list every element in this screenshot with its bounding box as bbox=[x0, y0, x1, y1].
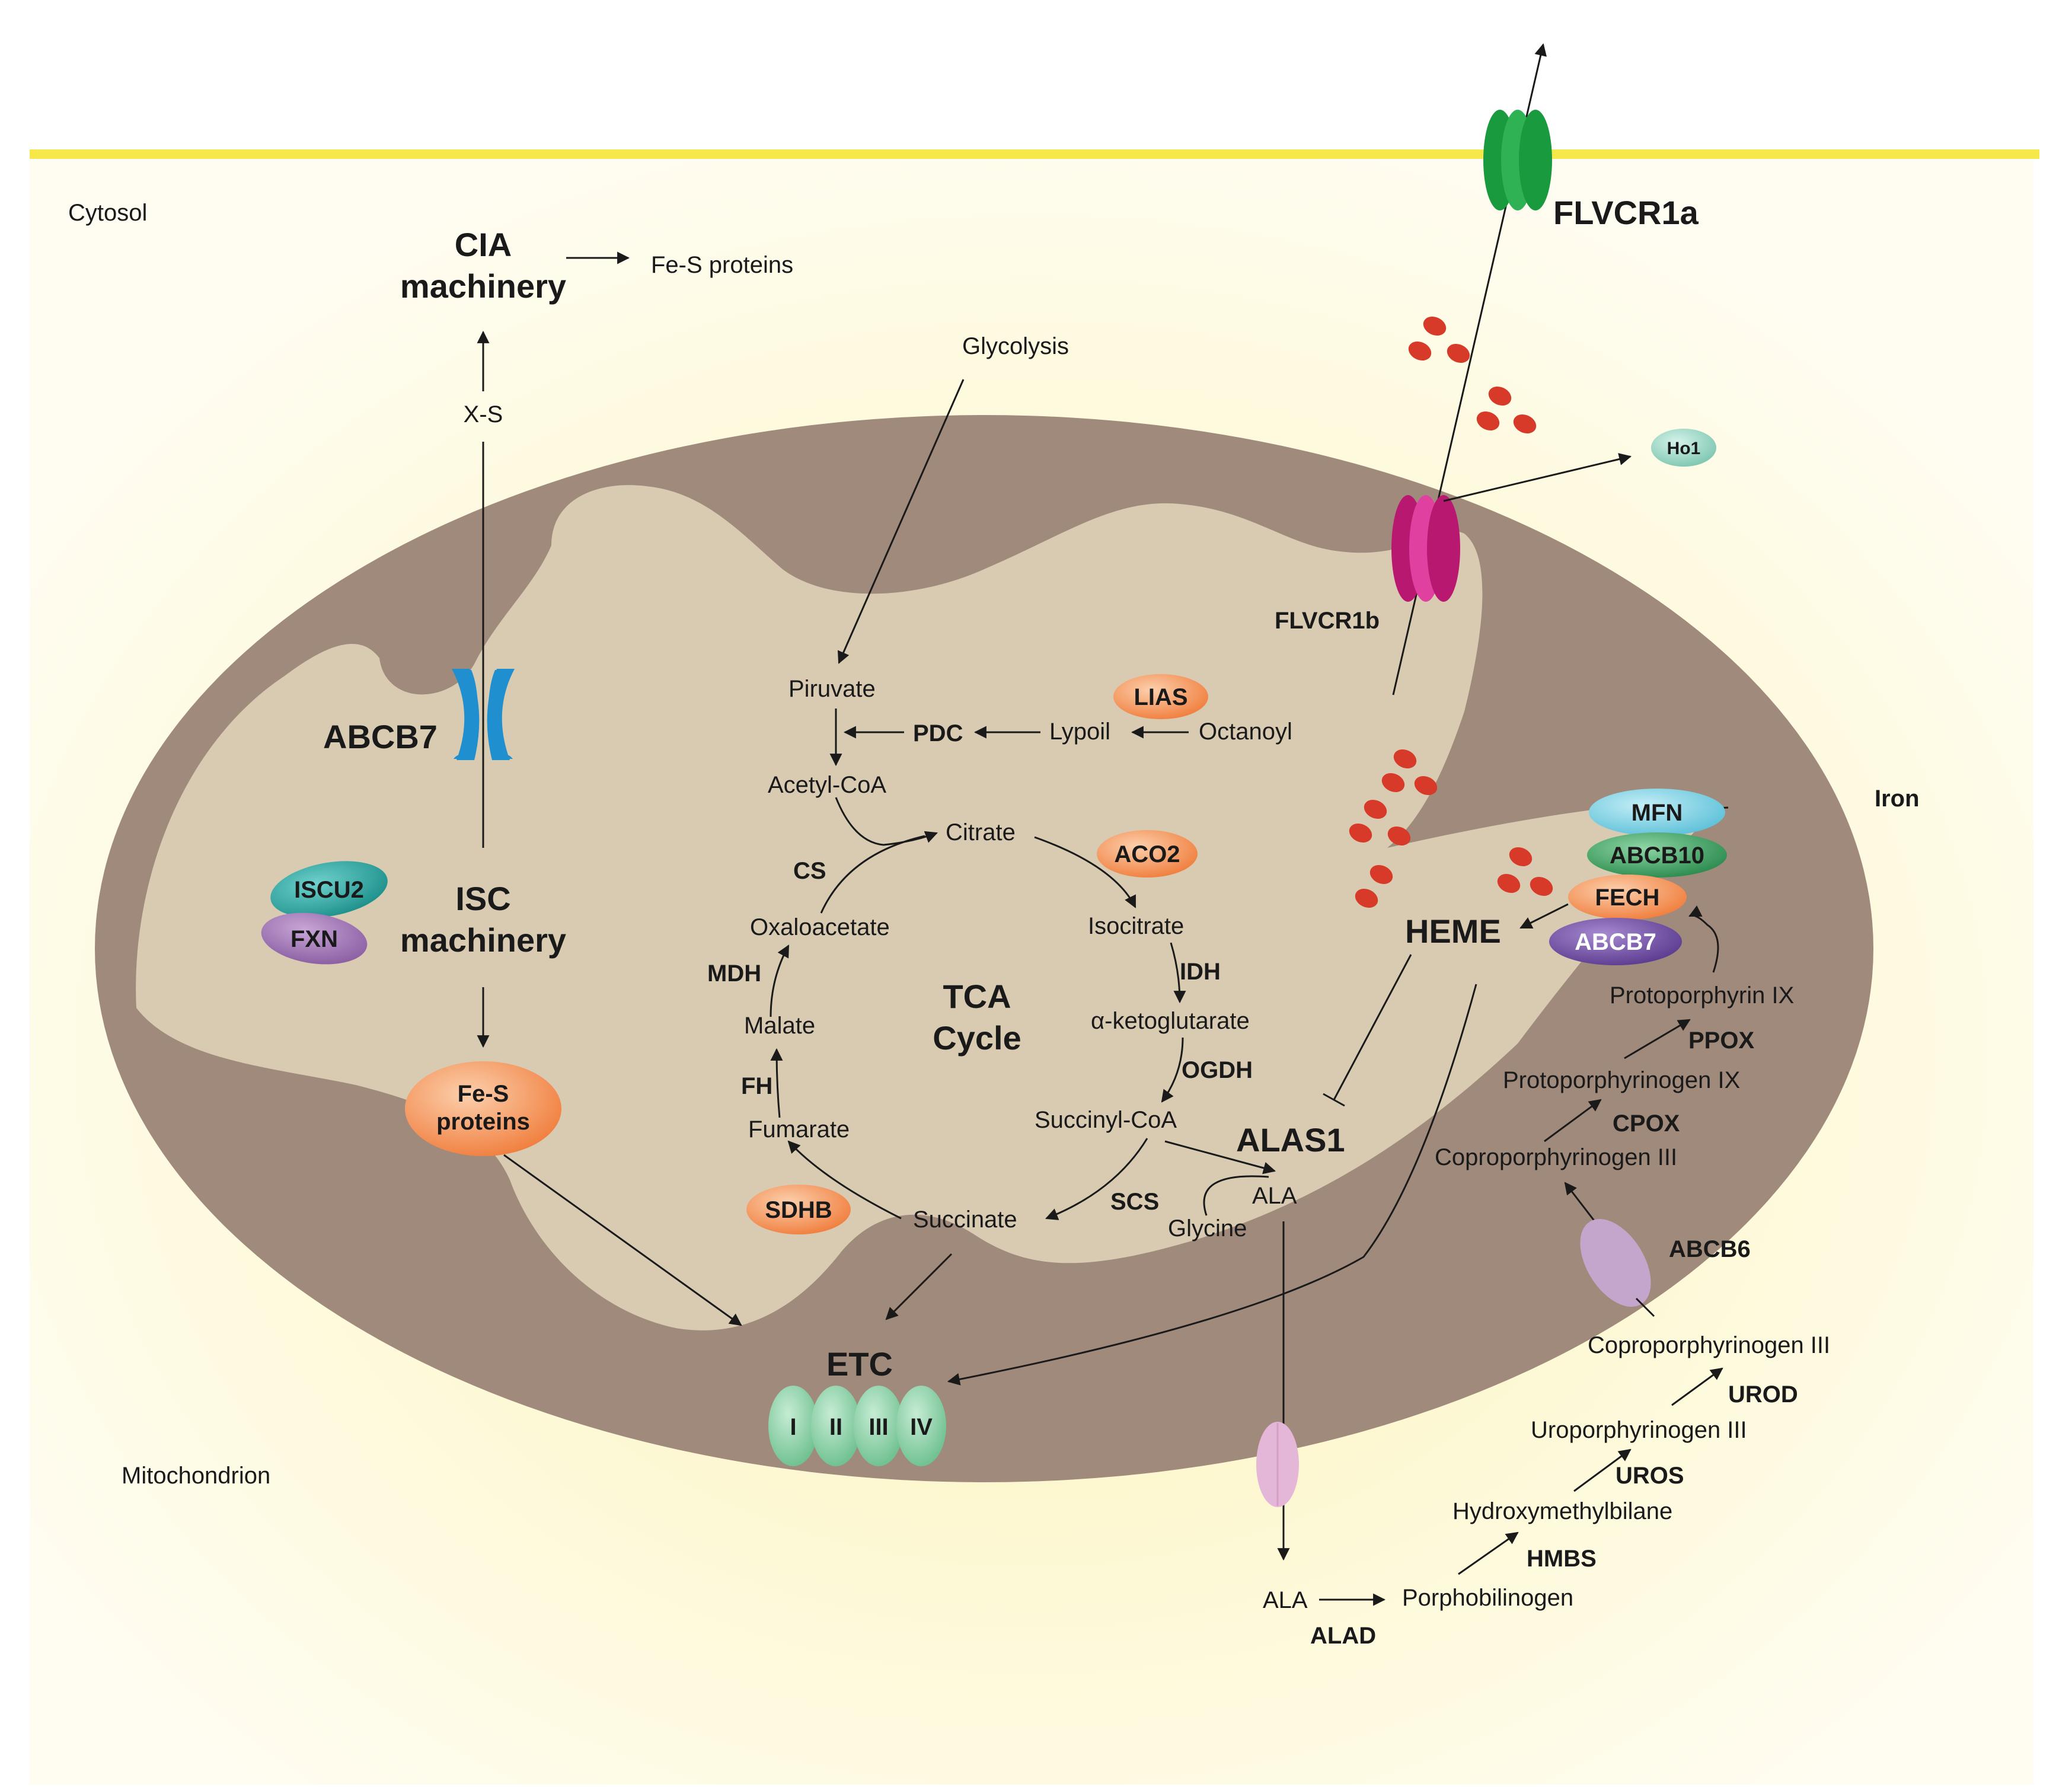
fxn-label: FXN bbox=[290, 926, 338, 952]
aco2-label: ACO2 bbox=[1114, 841, 1180, 867]
urod-label: UROD bbox=[1728, 1381, 1798, 1408]
ala-outer-label: ALA bbox=[1263, 1587, 1308, 1613]
mdh-label: MDH bbox=[707, 960, 761, 987]
octanoyl-label: Octanoyl bbox=[1199, 719, 1292, 745]
protoporphyrinogen-ix-label: Protoporphyrinogen IX bbox=[1503, 1067, 1740, 1093]
iscu2-protein-icon bbox=[270, 861, 388, 918]
flvcr1b-transporter-icon bbox=[1391, 495, 1460, 602]
abcb10-label: ABCB10 bbox=[1610, 843, 1704, 869]
fes-proteins-cytosol: Fe-S proteins bbox=[651, 252, 793, 278]
abcb10-protein-icon bbox=[1587, 832, 1727, 877]
fes-proteins-matrix-icon bbox=[405, 1061, 561, 1156]
mfn-protein-icon bbox=[1589, 789, 1725, 836]
akg-label: α-ketoglutarate bbox=[1091, 1008, 1250, 1034]
copro-outer-label: Coproporphyrinogen III bbox=[1588, 1332, 1830, 1358]
ho1-label: Ho1 bbox=[1667, 439, 1701, 458]
abcb7-membrane-label: ABCB7 bbox=[323, 718, 438, 755]
ala-channel-icon bbox=[1256, 1422, 1299, 1507]
citrate-label: Citrate bbox=[946, 819, 1016, 845]
heme-label: HEME bbox=[1405, 912, 1501, 950]
isc-machinery-label: ISC bbox=[455, 880, 510, 917]
isc-machinery-label-2: machinery bbox=[400, 921, 566, 959]
plasma-membrane-line bbox=[30, 149, 2039, 159]
protoporphyrin-ix-label: Protoporphyrin IX bbox=[1610, 982, 1794, 1009]
acetyl-coa-label: Acetyl-CoA bbox=[768, 772, 886, 798]
pyruvate-label: Piruvate bbox=[788, 676, 876, 702]
mfn-label: MFN bbox=[1632, 800, 1683, 826]
iscu2-label: ISCU2 bbox=[294, 877, 364, 903]
idh-label: IDH bbox=[1180, 959, 1221, 985]
ala-inner-label: ALA bbox=[1252, 1183, 1297, 1209]
lias-protein-icon bbox=[1113, 674, 1208, 719]
etc-complex: IV bbox=[896, 1386, 946, 1466]
abcb7-inner-label: ABCB7 bbox=[1575, 929, 1656, 955]
aco2-protein-icon bbox=[1097, 830, 1198, 877]
fes-proteins-matrix-label-2: proteins bbox=[436, 1109, 530, 1135]
fxn-protein-icon bbox=[261, 912, 368, 965]
scs-label: SCS bbox=[1110, 1189, 1159, 1215]
glycine-label: Glycine bbox=[1168, 1215, 1247, 1242]
malate-label: Malate bbox=[744, 1013, 815, 1039]
cs-label: CS bbox=[793, 858, 826, 884]
cytosol-label: Cytosol bbox=[68, 200, 147, 226]
abcb7-inner-protein-icon bbox=[1549, 918, 1682, 965]
pdc-label: PDC bbox=[913, 720, 963, 746]
etc-complexes: I II III IV bbox=[768, 1386, 946, 1466]
fumarate-label: Fumarate bbox=[748, 1116, 850, 1143]
fech-protein-icon bbox=[1568, 875, 1687, 920]
svg-text:IV: IV bbox=[910, 1414, 933, 1440]
ogdh-label: OGDH bbox=[1182, 1057, 1253, 1083]
glycolysis-label: Glycolysis bbox=[962, 333, 1069, 359]
abcb6-transporter-icon bbox=[1580, 1218, 1651, 1307]
cpox-label: CPOX bbox=[1613, 1111, 1680, 1137]
hydroxymethylbilane-label: Hydroxymethylbilane bbox=[1452, 1498, 1672, 1524]
mitochondrion-label: Mitochondrion bbox=[122, 1463, 270, 1489]
tca-cycle-label: TCA bbox=[943, 978, 1011, 1015]
cia-machinery-label: CIA bbox=[455, 226, 512, 263]
fes-proteins-matrix-label: Fe-S bbox=[458, 1081, 509, 1107]
sdhb-protein-icon bbox=[746, 1185, 851, 1234]
xs-label: X-S bbox=[464, 401, 503, 427]
succinate-label: Succinate bbox=[913, 1207, 1017, 1233]
flvcr1a-transporter-icon bbox=[1483, 110, 1552, 210]
fech-label: FECH bbox=[1595, 885, 1660, 911]
etc-complex: II bbox=[811, 1386, 861, 1466]
succinyl-coa-label: Succinyl-CoA bbox=[1035, 1107, 1177, 1133]
fh-label: FH bbox=[741, 1073, 772, 1099]
sdhb-label: SDHB bbox=[765, 1197, 832, 1223]
flvcr1a-label: FLVCR1a bbox=[1553, 194, 1699, 231]
heme-molecules-cytosol bbox=[1408, 316, 1537, 434]
lias-label: LIAS bbox=[1134, 684, 1187, 710]
lypoil-label: Lypoil bbox=[1049, 719, 1110, 745]
tca-cycle-label-2: Cycle bbox=[933, 1019, 1021, 1057]
hmbs-label: HMBS bbox=[1527, 1546, 1597, 1572]
svg-text:I: I bbox=[790, 1414, 796, 1440]
alad-label: ALAD bbox=[1310, 1623, 1376, 1649]
alas1-label: ALAS1 bbox=[1236, 1121, 1345, 1159]
uros-label: UROS bbox=[1616, 1463, 1684, 1489]
etc-complex: I bbox=[768, 1386, 818, 1466]
oxaloacetate-label: Oxaloacetate bbox=[750, 914, 890, 940]
heme-molecules-matrix bbox=[1349, 749, 1553, 908]
abcb6-label: ABCB6 bbox=[1669, 1236, 1751, 1262]
ppox-label: PPOX bbox=[1688, 1027, 1754, 1054]
svg-text:III: III bbox=[869, 1414, 888, 1440]
iron-label: Iron bbox=[1875, 786, 1920, 812]
uroporphyrinogen-label: Uroporphyrinogen III bbox=[1531, 1417, 1747, 1443]
abcb7-transporter-icon bbox=[452, 669, 515, 760]
etc-complex: III bbox=[854, 1386, 903, 1466]
ho1-protein-icon bbox=[1651, 429, 1716, 467]
copro-inner-label: Coproporphyrinogen III bbox=[1435, 1144, 1677, 1170]
svg-text:II: II bbox=[829, 1414, 842, 1440]
etc-label: ETC bbox=[826, 1345, 893, 1383]
porphobilinogen-label: Porphobilinogen bbox=[1402, 1585, 1573, 1611]
isocitrate-label: Isocitrate bbox=[1088, 913, 1184, 939]
cia-machinery-label-2: machinery bbox=[400, 267, 566, 305]
flvcr1b-label: FLVCR1b bbox=[1275, 608, 1380, 634]
